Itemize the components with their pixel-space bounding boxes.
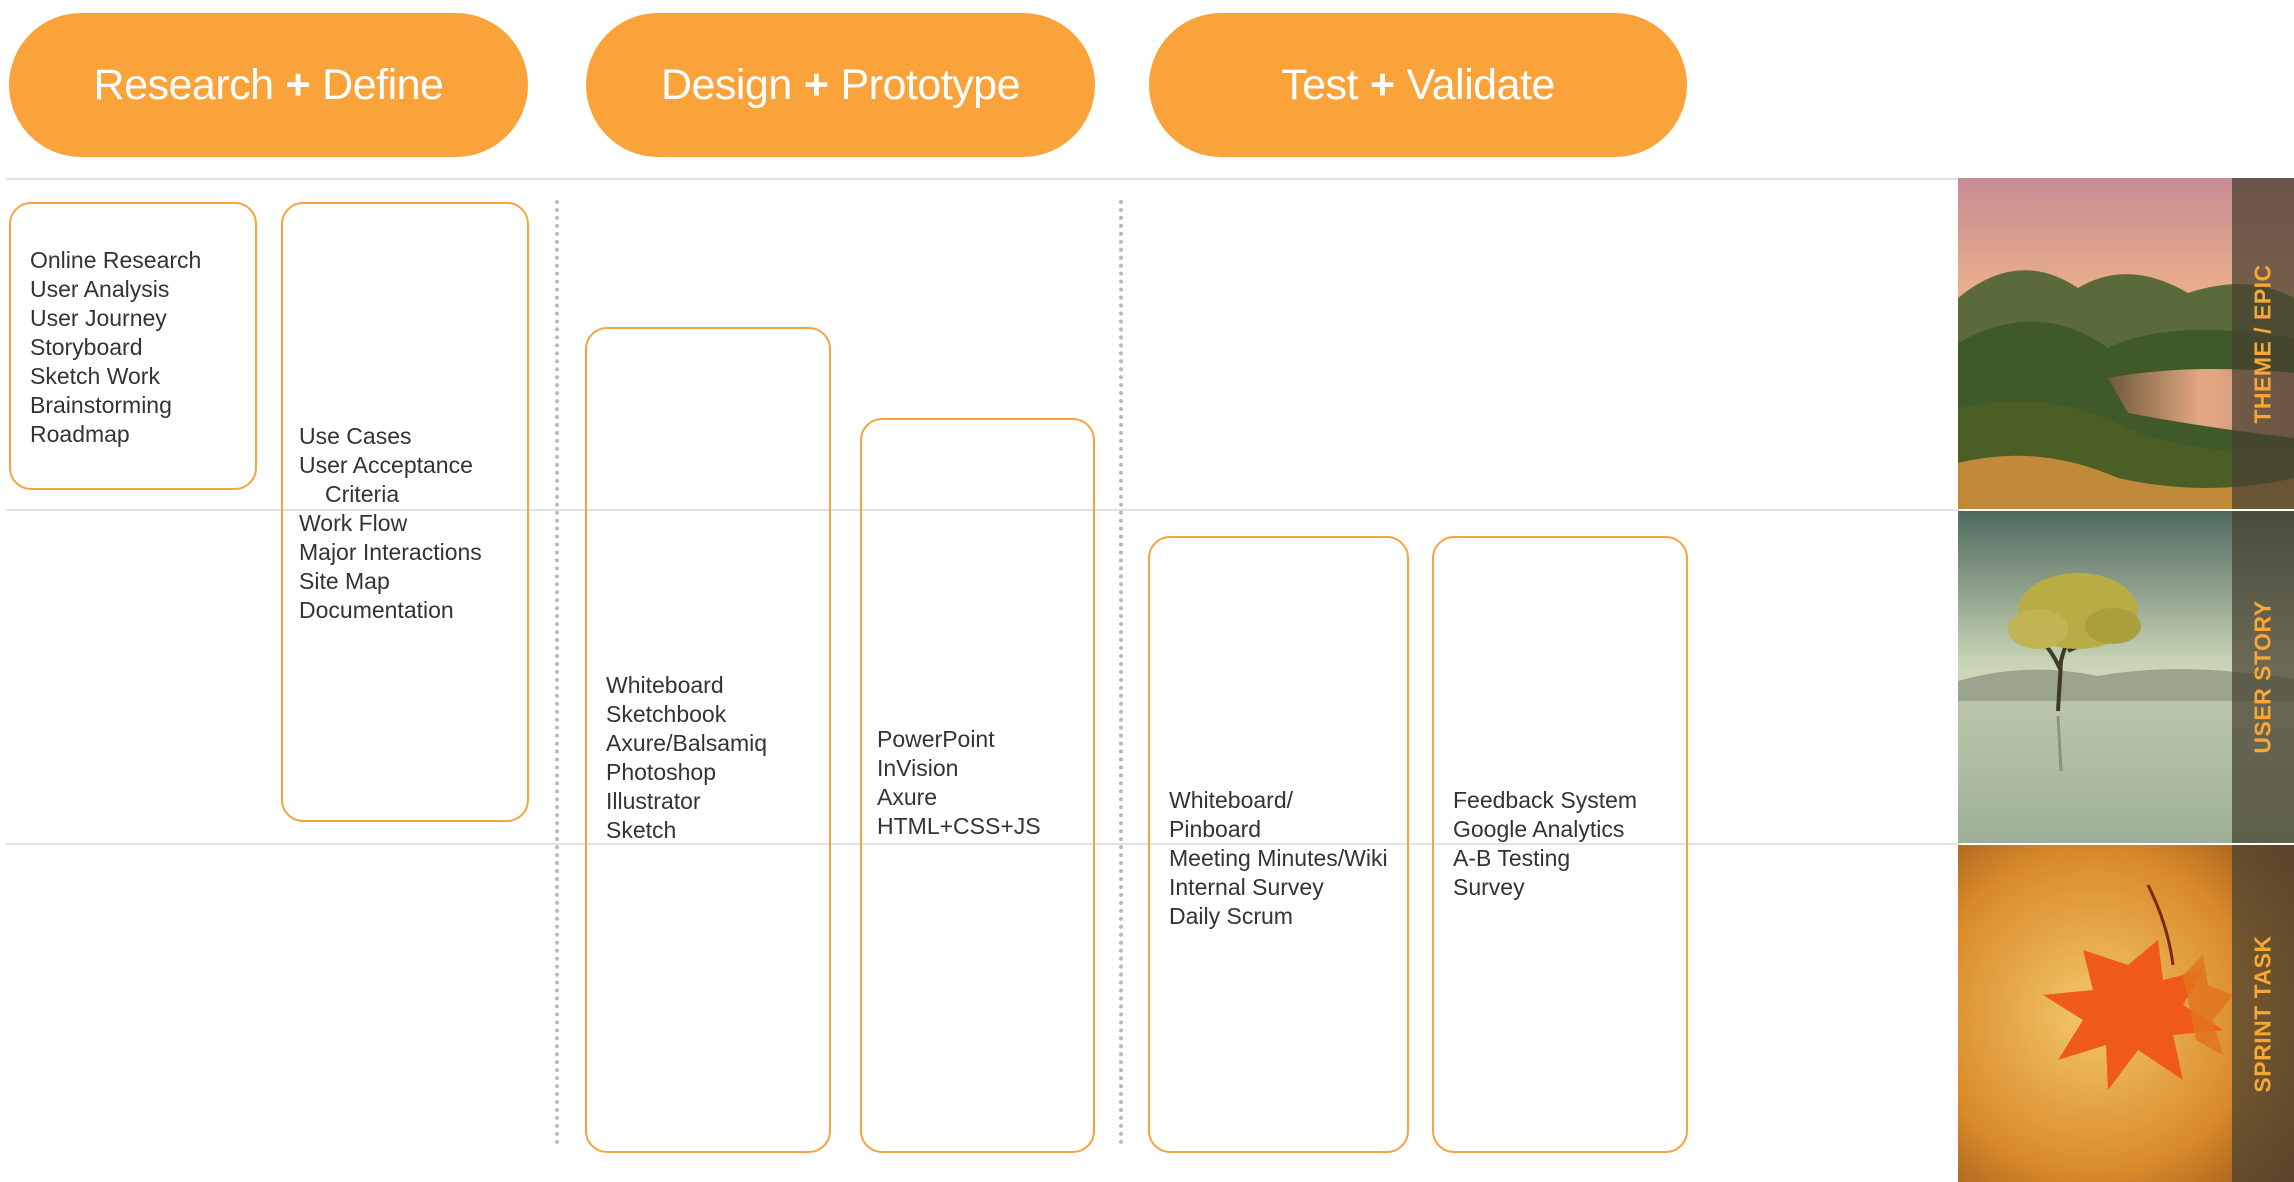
list-item: Use Cases bbox=[299, 423, 412, 449]
list-item: Whiteboard/ bbox=[1169, 787, 1294, 813]
list-item: Whiteboard bbox=[606, 672, 724, 698]
card-prototype-tools: PowerPoint InVision Axure HTML+CSS+JS bbox=[860, 418, 1095, 1153]
list-item: Online Research bbox=[30, 247, 202, 273]
level-band: USER STORY bbox=[2232, 511, 2294, 843]
phase-separator-2 bbox=[1119, 200, 1123, 1145]
level-label-sprint-task: SPRINT TASK bbox=[2249, 934, 2276, 1093]
card-list: Whiteboard/ Pinboard Meeting Minutes/Wik… bbox=[1169, 786, 1388, 931]
phase-left-label: Design bbox=[660, 60, 792, 109]
list-item: A-B Testing bbox=[1453, 845, 1571, 871]
list-item: Photoshop bbox=[606, 759, 716, 785]
list-item: PowerPoint bbox=[877, 726, 995, 752]
list-item: HTML+CSS+JS bbox=[877, 813, 1041, 839]
list-item: Illustrator bbox=[606, 788, 701, 814]
card-list: Online Research User Analysis User Journ… bbox=[30, 246, 201, 449]
level-divider-middle bbox=[6, 509, 1961, 511]
list-item: User Acceptance bbox=[299, 452, 473, 478]
level-band: THEME / EPIC bbox=[2232, 178, 2294, 509]
list-item: Daily Scrum bbox=[1169, 903, 1293, 929]
list-item: Survey bbox=[1453, 874, 1525, 900]
list-item: Criteria bbox=[325, 481, 400, 507]
list-item: Axure/Balsamiq bbox=[606, 730, 768, 756]
phase-design-prototype: Design+Prototype bbox=[586, 13, 1095, 157]
list-item: Sketch bbox=[606, 817, 677, 843]
card-list: Feedback System Google Analytics A-B Tes… bbox=[1453, 786, 1637, 902]
list-item: Major Interactions bbox=[299, 539, 482, 565]
level-divider-bottom bbox=[6, 843, 1961, 845]
list-item: Roadmap bbox=[30, 421, 130, 447]
card-research-activities: Online Research User Analysis User Journ… bbox=[9, 202, 257, 490]
list-item: Google Analytics bbox=[1453, 816, 1625, 842]
level-label-theme-epic: THEME / EPIC bbox=[2249, 263, 2276, 424]
phase-research-define: Research+Define bbox=[9, 13, 528, 157]
list-item: Meeting Minutes/Wiki bbox=[1169, 845, 1388, 871]
list-item: Site Map bbox=[299, 568, 390, 594]
card-validate-tools: Feedback System Google Analytics A-B Tes… bbox=[1432, 536, 1688, 1153]
list-item: User Journey bbox=[30, 305, 167, 331]
phase-plus: + bbox=[285, 60, 311, 109]
list-item: Documentation bbox=[299, 597, 454, 623]
level-sprint-task: SPRINT TASK bbox=[1958, 845, 2294, 1182]
level-theme-epic: THEME / EPIC bbox=[1958, 178, 2294, 509]
list-item: Sketchbook bbox=[606, 701, 727, 727]
phase-right-label: Validate bbox=[1406, 60, 1556, 109]
card-test-activities: Whiteboard/ Pinboard Meeting Minutes/Wik… bbox=[1148, 536, 1409, 1153]
list-item: Brainstorming bbox=[30, 392, 172, 418]
phase-right-label: Prototype bbox=[840, 60, 1021, 109]
phase-test-validate: Test+Validate bbox=[1149, 13, 1687, 157]
level-label-user-story: USER STORY bbox=[2249, 600, 2276, 754]
card-list: PowerPoint InVision Axure HTML+CSS+JS bbox=[877, 725, 1041, 841]
list-item: User Analysis bbox=[30, 276, 170, 302]
card-design-tools: Whiteboard Sketchbook Axure/Balsamiq Pho… bbox=[585, 327, 831, 1153]
phase-plus: + bbox=[1370, 60, 1395, 109]
list-item: Storyboard bbox=[30, 334, 143, 360]
card-list: Use Cases User Acceptance Criteria Work … bbox=[299, 422, 482, 625]
level-user-story: USER STORY bbox=[1958, 511, 2294, 843]
list-item: InVision bbox=[877, 755, 959, 781]
list-item: Axure bbox=[877, 784, 938, 810]
level-band: SPRINT TASK bbox=[2232, 845, 2294, 1182]
list-item: Internal Survey bbox=[1169, 874, 1324, 900]
phase-left-label: Research bbox=[93, 60, 275, 109]
level-divider-top bbox=[6, 178, 1961, 180]
list-item: Sketch Work bbox=[30, 363, 160, 389]
phase-plus: + bbox=[803, 60, 829, 109]
list-item: Feedback System bbox=[1453, 787, 1638, 813]
phase-right-label: Define bbox=[322, 60, 444, 109]
card-list: Whiteboard Sketchbook Axure/Balsamiq Pho… bbox=[606, 671, 767, 845]
card-define-deliverables: Use Cases User Acceptance Criteria Work … bbox=[281, 202, 529, 822]
list-item: Pinboard bbox=[1169, 816, 1262, 842]
list-item: Work Flow bbox=[299, 510, 408, 536]
phase-left-label: Test bbox=[1281, 60, 1359, 109]
phase-separator-1 bbox=[555, 200, 559, 1145]
